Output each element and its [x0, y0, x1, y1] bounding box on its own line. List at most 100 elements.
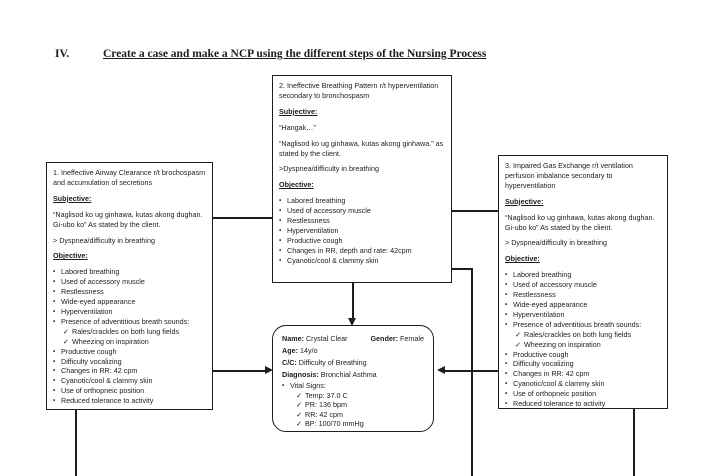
bullet-icon: ▪	[279, 207, 282, 215]
vital-sign-text: PR: 136 bpm	[305, 400, 347, 410]
bullet-icon: ▪	[53, 357, 56, 365]
diagnosis-box-2-breathing-pattern: 2. Ineffective Breathing Pattern r/t hyp…	[272, 75, 452, 283]
bullet-icon: ▪	[279, 256, 282, 264]
objective-item-text: Restlessness	[287, 216, 330, 226]
subjective-paragraph: > Dyspnea/difficulty in breathing	[53, 235, 155, 245]
objective-item: ▪ Cyanotic/cool & clammy skin	[505, 379, 661, 389]
objective-item: ✓ Rales/crackles on both lung fields	[515, 330, 661, 340]
bullet-icon: ▪	[53, 367, 56, 375]
objective-item-text: Rales/crackles on both lung fields	[524, 329, 632, 339]
objective-item-text: Wheezing on inspiration	[524, 339, 601, 349]
objective-item: ▪ Changes in RR: 42 cpm	[53, 366, 206, 376]
box2-objective-label: Objective:	[279, 180, 314, 190]
objective-item-text: Difficulty vocalizing	[61, 356, 122, 366]
title-numeral: IV.	[55, 48, 70, 60]
objective-item: ▪ Used of accessory muscle	[279, 206, 445, 216]
checkmark-icon: ✓	[296, 400, 303, 410]
bullet-icon: ▪	[505, 281, 508, 289]
objective-item-text: Hyperventilation	[287, 225, 339, 235]
objective-item-text: Cyanotic/cool & clammy skin	[61, 376, 153, 386]
connector-box2-box3	[452, 210, 498, 212]
box3-objective-label: Objective:	[505, 254, 540, 264]
page-title: IV.Create a case and make a NCP using th…	[55, 48, 486, 60]
bullet-icon: ▪	[53, 387, 56, 395]
objective-item: ▪ Reduced tolerance to activity	[53, 396, 206, 406]
objective-item-text: Use of orthopneic position	[513, 389, 597, 399]
diagnosis-box-3-gas-exchange: 3. Impaired Gas Exchange r/t ventilation…	[498, 155, 668, 409]
bullet-icon: ▪	[505, 370, 508, 378]
objective-item-text: Difficulty vocalizing	[513, 359, 574, 369]
objective-item: ▪ Productive cough	[53, 347, 206, 357]
bullet-icon: ▪	[53, 288, 56, 296]
box2-subjective-paragraphs: “Hangak…” “Naglisod ko ug ginhawa, kutas …	[279, 123, 445, 175]
patient-name-gender-row: Name: Crystal Clear Gender: Female	[282, 333, 424, 345]
box1-subjective-paragraphs: “Naglisod ko ug ginhawa, kutas akong dug…	[53, 210, 206, 246]
bullet-icon: ▪	[505, 300, 508, 308]
objective-item-text: Changes in RR, depth and rate: 42cpm	[287, 245, 412, 255]
objective-item: ▪ Restlessness	[279, 216, 445, 226]
bullet-icon: ✓	[63, 326, 70, 336]
subjective-paragraph: “Naglisod ko ug ginhawa, kutas akong dug…	[505, 212, 655, 232]
subjective-paragraph: “Naglisod ko ug ginhawa, kutas akong gin…	[279, 138, 444, 158]
subjective-paragraph: “Hangak…”	[279, 122, 316, 132]
bullet-icon: ▪	[53, 377, 56, 385]
bullet-icon: ▪	[505, 350, 508, 358]
bullet-icon: ▪	[279, 246, 282, 254]
box2-objective-list: ▪ Labored breathing ▪ Used of accessory …	[279, 196, 445, 265]
subjective-paragraph: >Dyspnea/difficulty in breathing	[279, 164, 379, 174]
connector-box1-box2	[213, 217, 272, 219]
objective-item-text: Labored breathing	[287, 196, 346, 206]
box3-objective-list: ▪ Labored breathing ▪ Used of accessory …	[505, 270, 661, 409]
subjective-paragraph: > Dyspnea/difficulty in breathing	[505, 238, 607, 248]
patient-chief-complaint: C/C: Difficulty of Breathing	[282, 358, 367, 367]
bullet-icon: ▪	[279, 217, 282, 225]
objective-item-text: Used of accessory muscle	[61, 277, 145, 287]
objective-item: ▪ Used of accessory muscle	[505, 280, 661, 290]
objective-item: ▪ Restlessness	[505, 290, 661, 300]
vital-signs-label: Vital Signs:	[290, 381, 326, 390]
bullet-icon: ▪	[53, 268, 56, 276]
objective-item-text: Restlessness	[513, 290, 556, 300]
connector-box1-to-patient	[213, 370, 266, 372]
objective-item-text: Used of accessory muscle	[513, 280, 597, 290]
objective-item: ✓ Rales/crackles on both lung fields	[63, 327, 206, 337]
objective-item: ▪ Changes in RR: 42 cpm	[505, 369, 661, 379]
bullet-icon: ▪	[53, 278, 56, 286]
bullet-icon: ▪	[279, 197, 282, 205]
bullet-icon: ✓	[515, 329, 522, 339]
objective-item-text: Reduced tolerance to activity	[61, 396, 154, 406]
patient-age: Age: 14y/o	[282, 346, 318, 355]
vital-sign-text: BP: 100/70 mmHg	[305, 418, 364, 428]
box3-heading: 3. Impaired Gas Exchange r/t ventilation…	[505, 161, 633, 190]
vital-sign-item: ✓ BP: 100/70 mmHg	[296, 419, 424, 428]
connector-box1-down-offpage	[75, 410, 77, 476]
bullet-icon: ▪	[53, 298, 56, 306]
objective-item-text: Cyanotic/cool & clammy skin	[287, 255, 379, 265]
objective-item: ▪ Use of orthopneic position	[505, 389, 661, 399]
bullet-icon: ▪	[505, 271, 508, 279]
bullet-icon: ▪	[53, 317, 56, 325]
vital-sign-item: ✓ Temp: 37.0 C	[296, 391, 424, 400]
vital-sign-item: ✓ RR: 42 cpm	[296, 410, 424, 419]
vital-signs-heading: ▪ Vital Signs:	[282, 381, 424, 391]
bullet-icon: ▪	[505, 400, 508, 408]
objective-item-text: Used of accessory muscle	[287, 206, 371, 216]
objective-item: ▪ Wide-eyed appearance	[505, 300, 661, 310]
objective-item: ▪ Hyperventilation	[505, 310, 661, 320]
objective-item-text: Presence of adventitious breath sounds:	[61, 316, 190, 326]
checkmark-icon: ✓	[296, 418, 303, 428]
bullet-icon: ▪	[505, 380, 508, 388]
objective-item-text: Reduced tolerance to activity	[513, 399, 606, 409]
objective-item: ▪ Cyanotic/cool & clammy skin	[53, 376, 206, 386]
objective-item-text: Presence of adventitious breath sounds:	[513, 319, 642, 329]
bullet-icon: ▪	[279, 226, 282, 234]
objective-item: ▪ Presence of adventitious breath sounds…	[53, 317, 206, 327]
box1-objective-label: Objective:	[53, 251, 88, 261]
box1-heading: 1. Ineffective Airway Clearance r/t broc…	[53, 168, 206, 187]
objective-item-text: Hyperventilation	[61, 306, 113, 316]
objective-item: ✓ Wheezing on inspiration	[63, 337, 206, 347]
connector-box2-down-offpage	[471, 268, 473, 476]
objective-item-text: Use of orthopneic position	[61, 386, 145, 396]
vital-sign-text: Temp: 37.0 C	[305, 391, 348, 400]
